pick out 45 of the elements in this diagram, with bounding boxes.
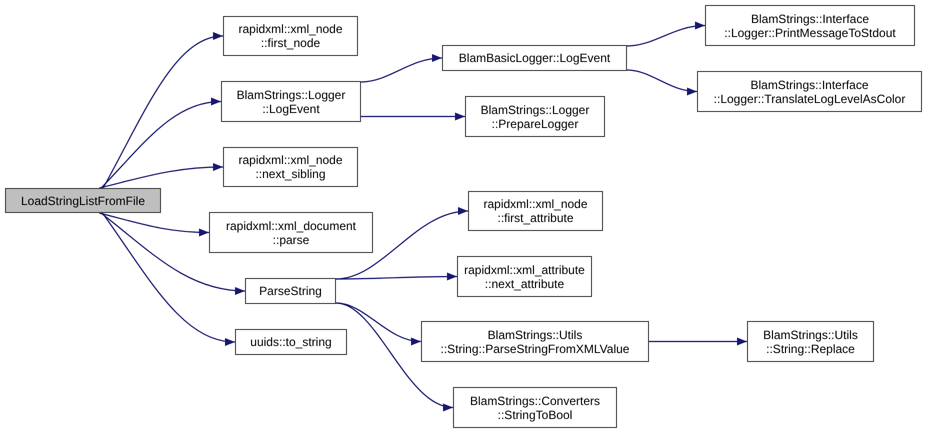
function-box [747, 321, 874, 362]
arrow [626, 22, 706, 47]
function-box [705, 5, 915, 46]
function-name: rapidxml::xml_node ::first_node [237, 22, 344, 50]
function-name: uuids::to_string [250, 335, 332, 349]
function-box [465, 96, 605, 137]
function-name: BlamStrings::Converters ::StringToBool [468, 394, 602, 422]
function-box [697, 71, 922, 112]
function-name: BlamStrings::Logger ::PrepareLogger [480, 102, 590, 130]
function-name: rapidxml::xml_node ::first_attribute [482, 197, 589, 225]
arrow [99, 163, 223, 189]
arrow [102, 33, 224, 188]
function-name: BlamBasicLogger::LogEvent [458, 51, 610, 65]
arrow [361, 112, 465, 120]
function-box [457, 256, 592, 297]
arrow [649, 338, 747, 346]
function-box [453, 387, 617, 428]
current-function-box [5, 188, 161, 213]
function-name: ParseString [259, 284, 322, 298]
function-name: BlamStrings::Utils ::String::Replace [762, 328, 859, 356]
arrow [360, 54, 442, 83]
function-box [442, 45, 627, 71]
function-name: rapidxml::xml_node ::next_sibling [237, 153, 344, 181]
function-name: BlamStrings::Logger ::LogEvent [236, 88, 346, 116]
function-box [245, 278, 336, 304]
function-name: rapidxml::xml_document ::parse [224, 218, 358, 246]
function-name: BlamStrings::Interface ::Logger::PrintMessageToStdout [723, 12, 897, 40]
arrow [102, 212, 236, 345]
arrow [626, 69, 698, 95]
function-name: BlamStrings::Utils ::String::ParseStringFromXMLValue [440, 328, 630, 356]
function-box [421, 321, 649, 362]
function-box [468, 191, 603, 231]
function-name: LoadStringListFromFile [20, 194, 146, 208]
arrow [100, 98, 222, 188]
arrow [336, 302, 454, 410]
arrow [99, 212, 210, 236]
arrow [100, 212, 246, 294]
function-box [223, 16, 358, 56]
function-name: rapidxml::xml_attribute ::next_attribute [463, 262, 586, 290]
function-box [235, 329, 347, 355]
function-box [223, 147, 358, 187]
arrow [336, 272, 457, 281]
function-box [209, 212, 373, 253]
function-name: BlamStrings::Interface ::Logger::TranslateLogLevelAsColor [712, 78, 906, 106]
function-box [221, 81, 361, 122]
